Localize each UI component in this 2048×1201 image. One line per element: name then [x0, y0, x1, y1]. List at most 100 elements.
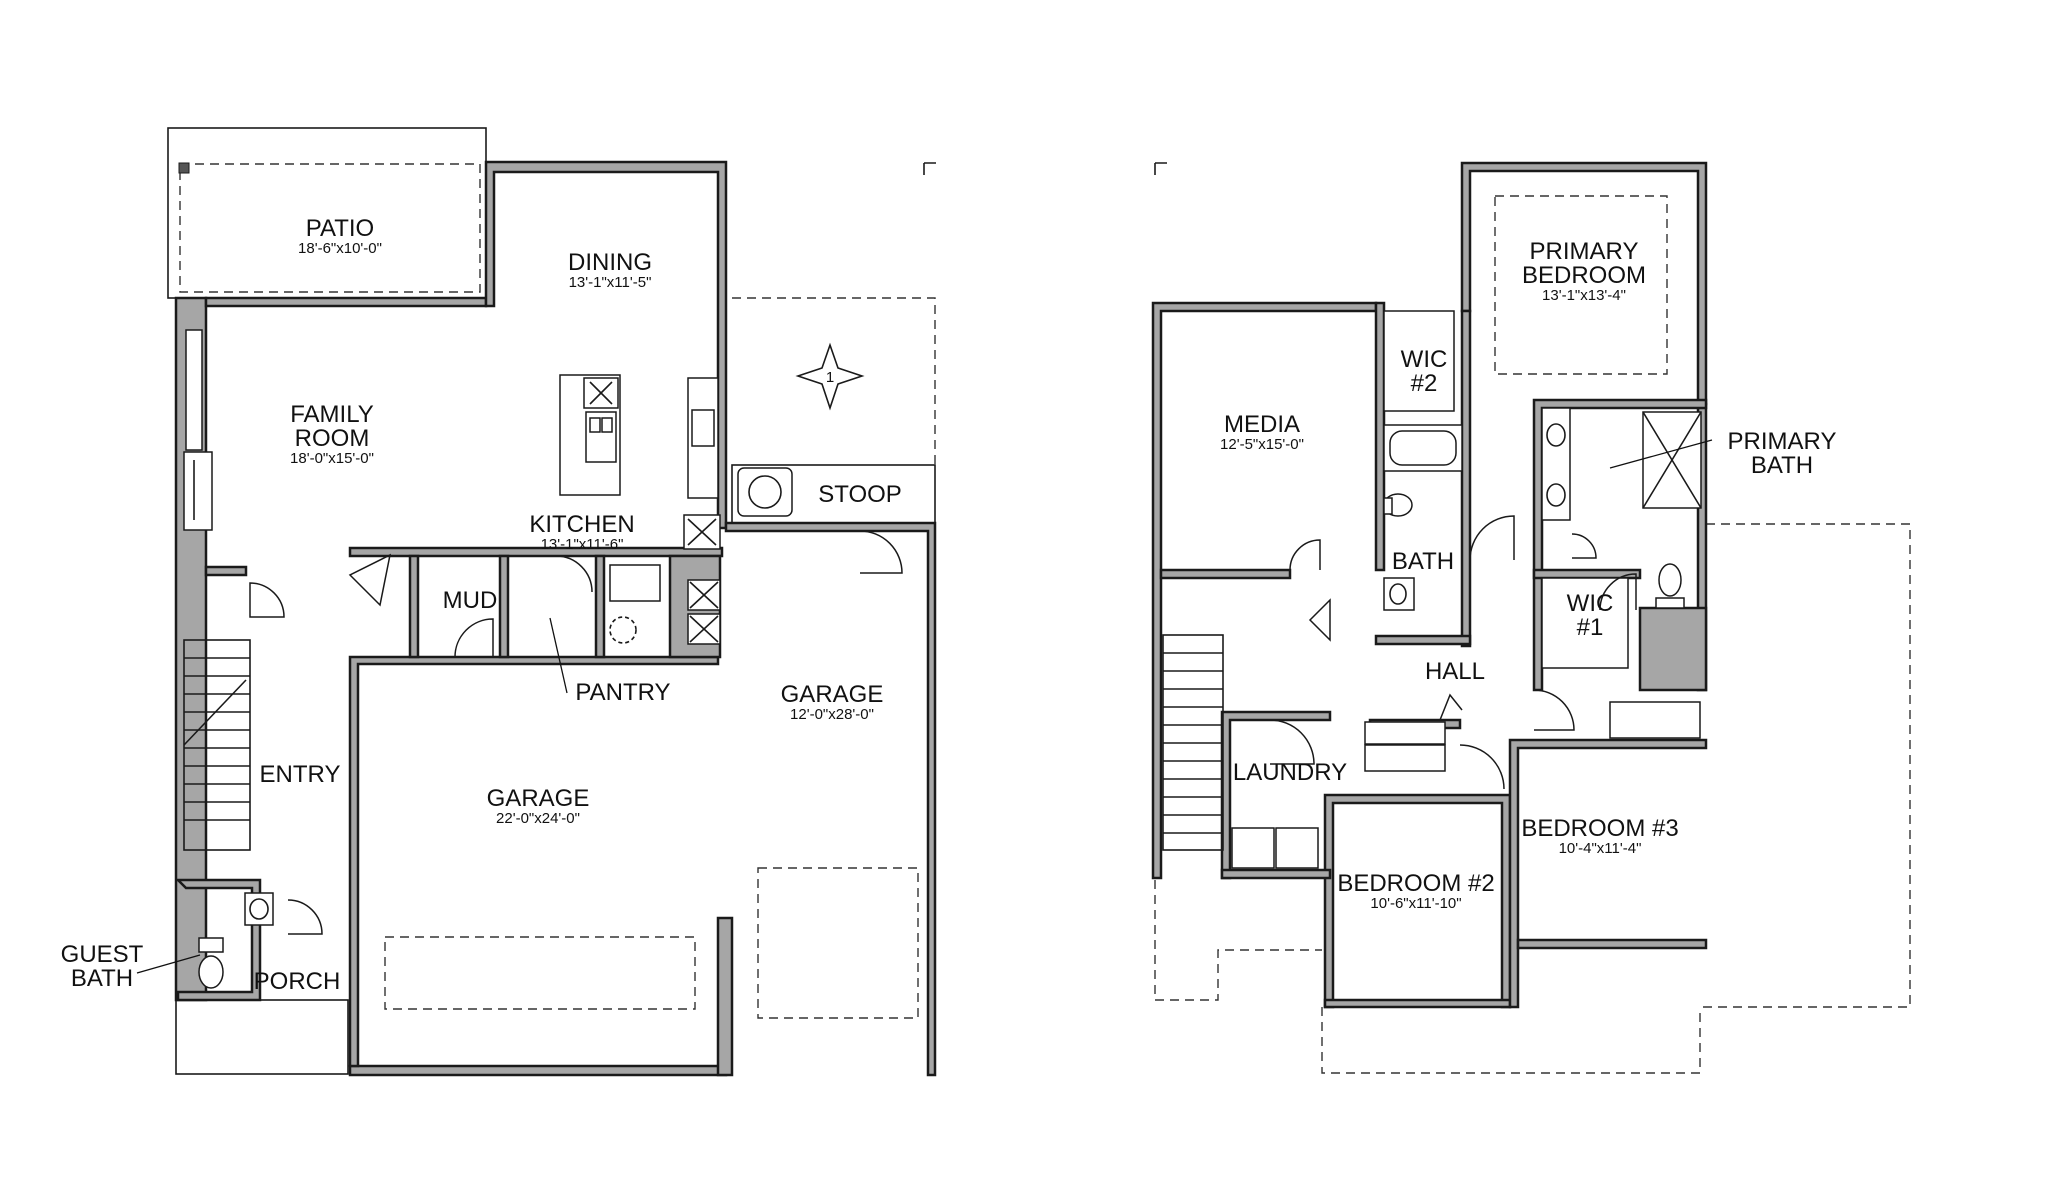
mud-wall-left: [408, 554, 420, 659]
pantry-wall-left: [498, 554, 510, 659]
garage-main-label: GARAGE: [487, 785, 590, 812]
bath-sink: [1383, 577, 1415, 611]
patio-outline: [167, 127, 487, 299]
primary-bath-shaft: [1638, 606, 1708, 692]
stoop-dashed-edge: [732, 297, 936, 465]
corner-mark-2: [1154, 162, 1167, 175]
patio-post: [178, 162, 190, 174]
kitchen-island: [559, 374, 621, 496]
refrigerator-x2: [687, 518, 717, 546]
primary-bath-door: [1533, 689, 1575, 731]
bedroom2-bottom-wall: [1323, 998, 1512, 1009]
bedroom3-bottom-wall: [1516, 938, 1708, 950]
dining-dim: 13'-1"x11'-5": [569, 274, 652, 291]
bedroom3-wall: [1508, 738, 1708, 1009]
entry-closet-door: [249, 582, 285, 618]
wic1-label-line2: #1: [1577, 614, 1604, 641]
patio-label: PATIO: [306, 215, 374, 242]
guest-bath-label-line2: BATH: [71, 965, 133, 992]
bath-stack-wall: [1460, 309, 1472, 648]
family-room-label-line1: FAMILY: [290, 401, 374, 428]
media-label: MEDIA: [1224, 411, 1300, 438]
media-door: [1289, 539, 1321, 571]
hall-label: HALL: [1425, 658, 1485, 685]
primary-bedroom-dim: 13'-1"x13'-4": [1542, 287, 1626, 304]
patio-dim: 18'-6"x10'-0": [298, 240, 382, 257]
bath-bottom-wall: [1374, 634, 1472, 646]
primary-bath-label-line1: PRIMARY: [1728, 428, 1837, 455]
fireplace: [183, 451, 213, 531]
hall-closet-door: [1439, 693, 1463, 721]
garage-side-dim: 12'-0"x28'-0": [790, 706, 874, 723]
primary-sink-1: [1546, 423, 1566, 447]
kitchen-label: KITCHEN: [529, 511, 634, 538]
garage-side-label: GARAGE: [781, 681, 884, 708]
wic2-label-line2: #2: [1411, 370, 1438, 397]
media-bottom-wall: [1159, 568, 1292, 580]
bathtub-basin: [1389, 430, 1457, 466]
bedroom2-label: BEDROOM #2: [1337, 870, 1494, 897]
garage-door-swing: [859, 530, 903, 574]
roof-dashed-right: [1700, 523, 1911, 1008]
second-floor-left-wall: [1151, 301, 1378, 880]
wic1-swing-door: [1571, 533, 1597, 559]
pantry-wall-right: [594, 554, 606, 659]
pantry-shelf: [609, 564, 661, 602]
guest-bath-sink-bowl: [249, 898, 269, 920]
laundry-bottom-wall: [1220, 868, 1332, 880]
primary-toilet: [1658, 563, 1682, 597]
primary-bedroom-door: [1469, 515, 1515, 561]
wic1-shelf: [1541, 577, 1629, 669]
entry-label: ENTRY: [260, 761, 341, 788]
second-floor-plan: PRIMARY BEDROOM 13'-1"x13'-4" WIC #2 MED…: [1151, 161, 1911, 1074]
primary-toilet-tank: [1655, 597, 1685, 609]
media-dim: 12'-5"x15'-0": [1220, 436, 1304, 453]
pantry-door: [555, 555, 593, 593]
laundry-dryer: [1275, 827, 1319, 869]
compass-marker-label: 1: [826, 369, 834, 386]
second-floor-stairs: [1162, 634, 1224, 851]
stoop-planter: [737, 467, 793, 517]
exterior-wall-garage-bottom: [348, 1064, 728, 1077]
dryer-x2: [689, 615, 719, 643]
bedroom3-dim: 10'-4"x11'-4": [1559, 840, 1642, 857]
porch-door: [287, 899, 323, 935]
primary-bedroom-ceiling: [1494, 195, 1668, 375]
exterior-wall-dining: [484, 160, 728, 530]
compass-marker: [795, 342, 865, 411]
wic1-door: [1599, 573, 1637, 611]
bedroom3-closet: [1609, 701, 1701, 739]
water-heater: [609, 616, 637, 644]
wic2-shelf: [1383, 310, 1455, 412]
garage-side-dashed: [757, 867, 919, 1019]
family-door: [348, 553, 392, 607]
pantry-label: PANTRY: [575, 679, 670, 706]
bath-sink-bowl: [1389, 583, 1407, 605]
primary-shower-x2: [1642, 411, 1702, 509]
media-right-wall: [1374, 301, 1386, 572]
wic2-label-line1: WIC: [1401, 346, 1448, 373]
primary-vanity: [1541, 407, 1571, 521]
dining-label: DINING: [568, 249, 652, 276]
hall-linen-door: [1308, 598, 1331, 642]
porch-label: PORCH: [254, 968, 341, 995]
exterior-wall-garage-mid: [716, 916, 734, 1077]
family-room-label-line2: ROOM: [295, 425, 370, 452]
pantry-leader: [549, 617, 568, 694]
porch-outline: [175, 999, 349, 1075]
garage-main-dim: 22'-0"x24'-0": [496, 810, 580, 827]
garage-party-wall: [348, 655, 720, 1068]
bath-toilet-tank: [1383, 497, 1393, 515]
primary-sink-2: [1546, 483, 1566, 507]
bedroom3-label: BEDROOM #3: [1521, 815, 1678, 842]
laundry-label: LAUNDRY: [1233, 759, 1347, 786]
wic1-wall: [1532, 568, 1642, 580]
hall-linen-closet: [1364, 721, 1446, 745]
mud-label: MUD: [443, 587, 498, 614]
roof-dashed-left: [1154, 880, 1322, 1001]
stoop-label: STOOP: [818, 481, 902, 508]
stair-wall-top: [204, 565, 248, 577]
washer-x2: [689, 581, 719, 609]
family-room-dim: 18'-0"x15'-0": [290, 450, 374, 467]
